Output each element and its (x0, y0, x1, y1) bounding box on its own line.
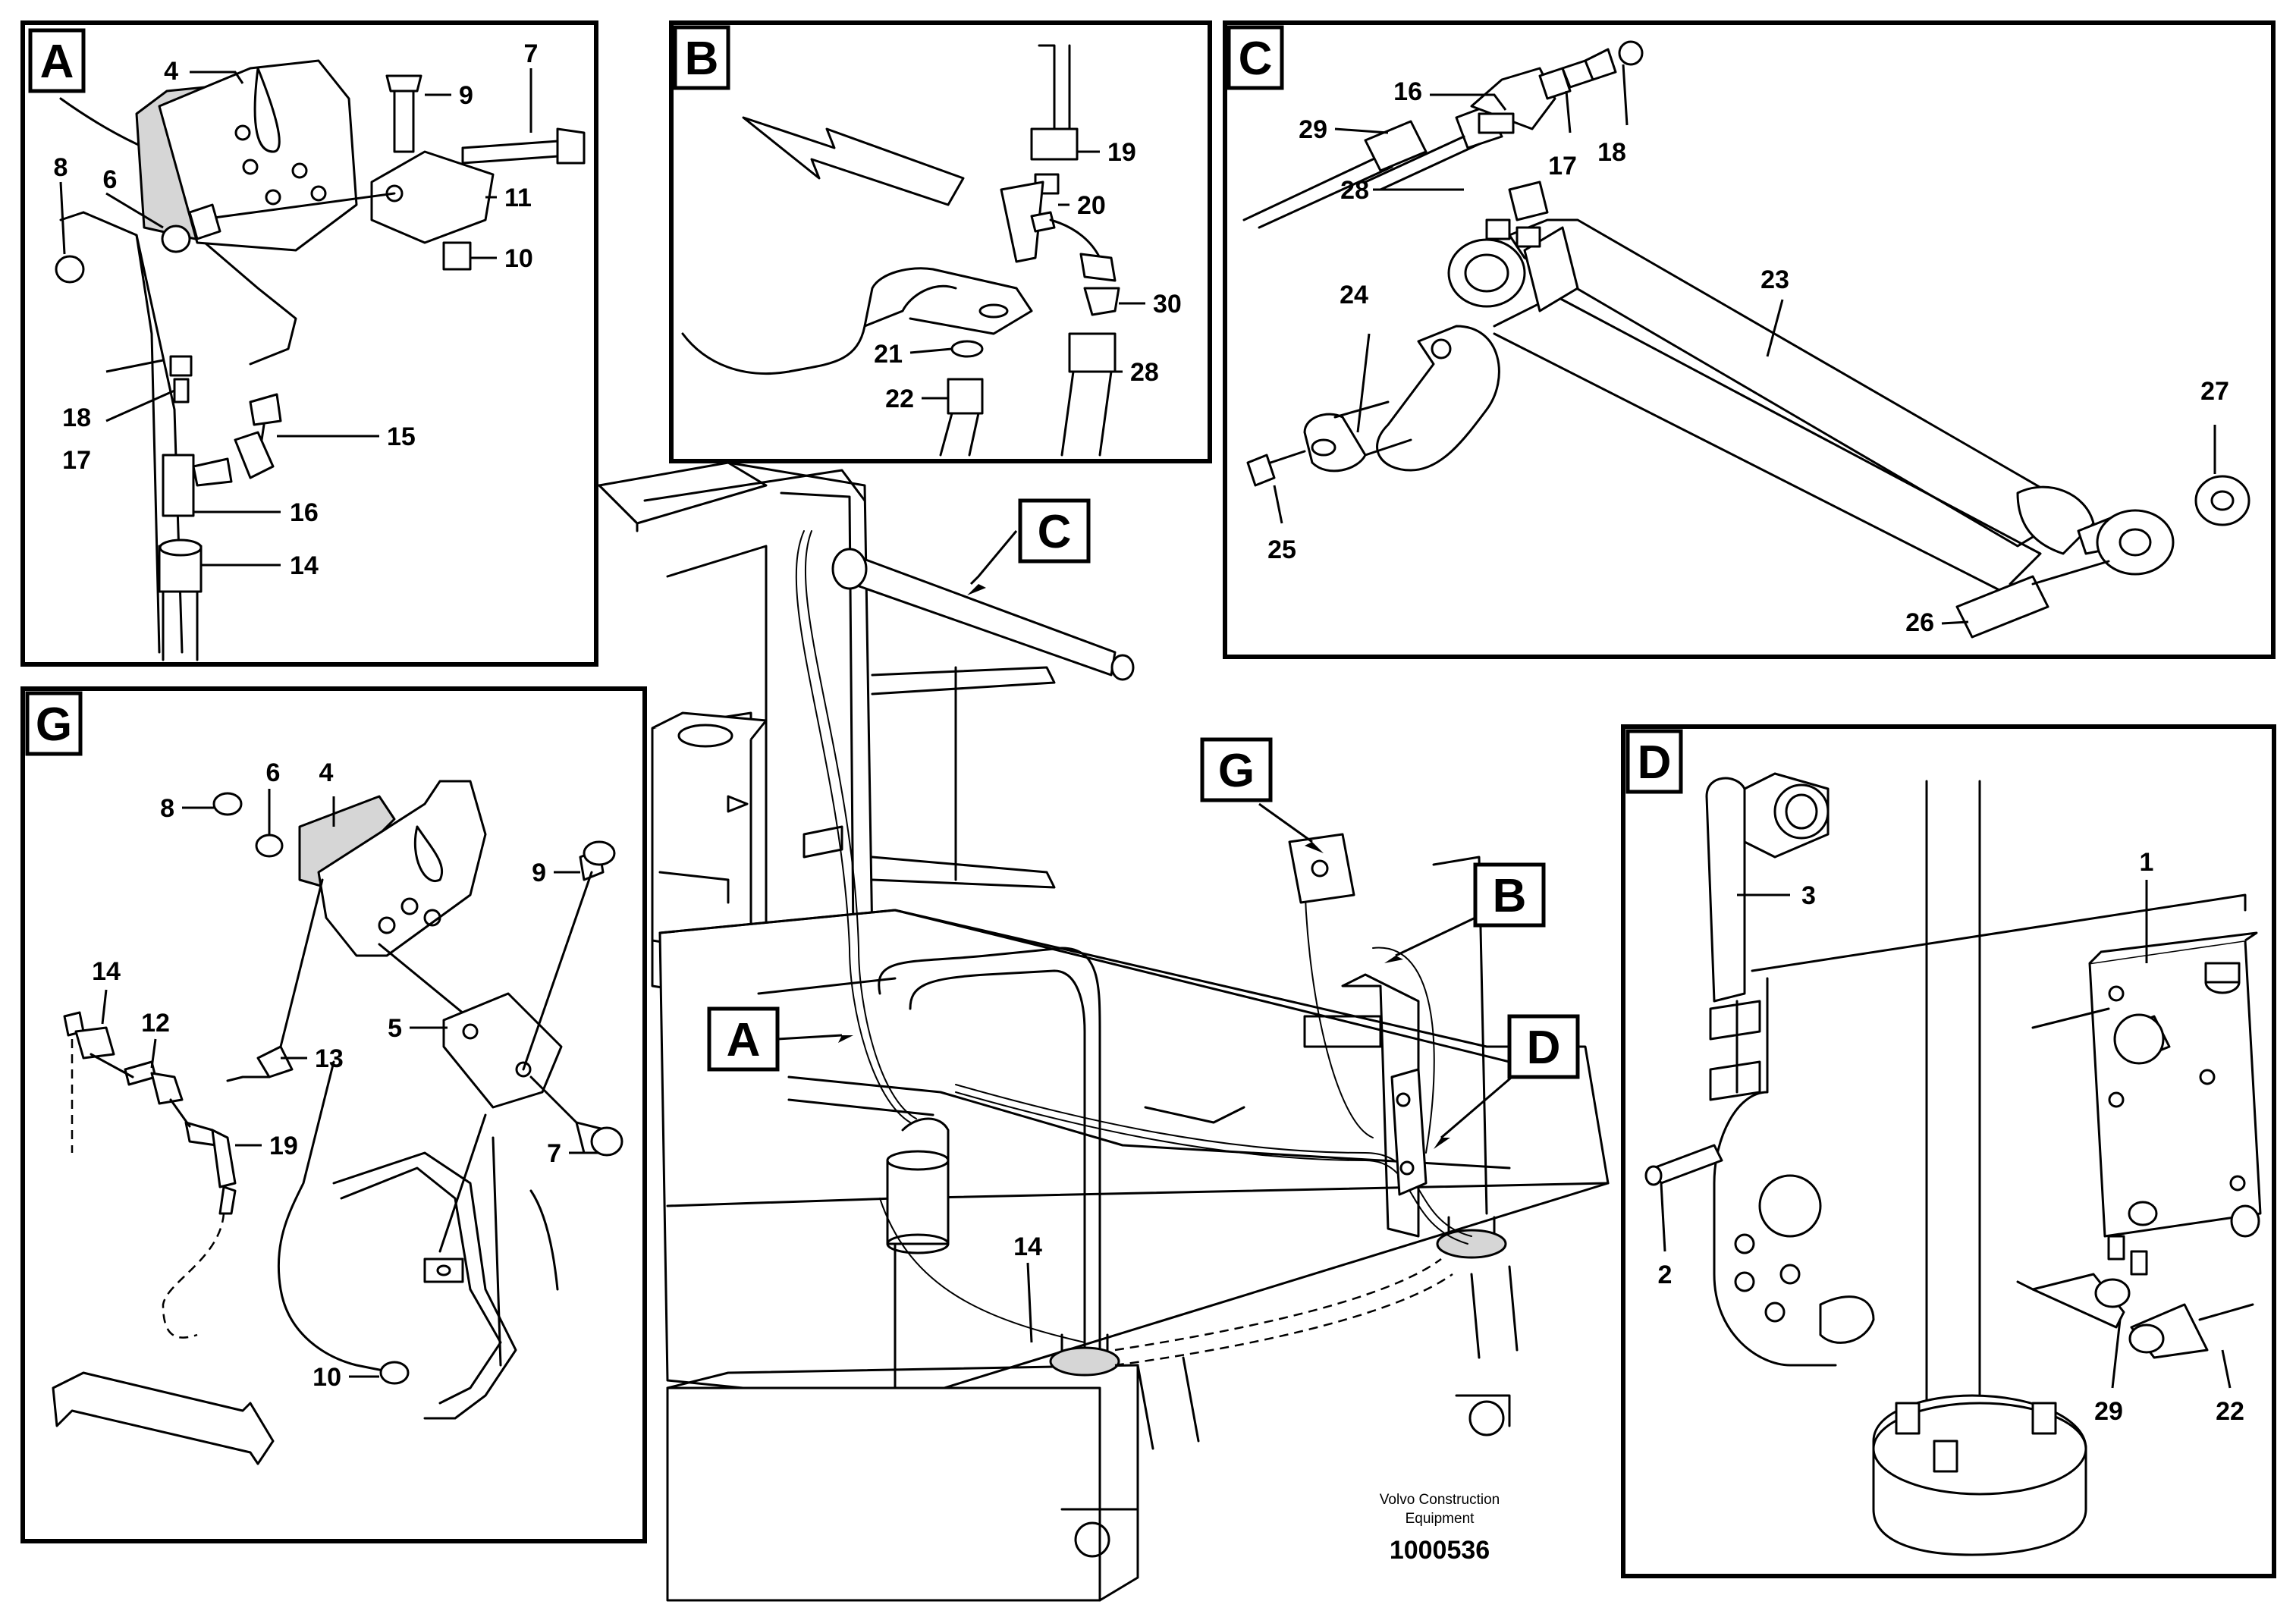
part-label: 11 (504, 184, 532, 212)
callout-a: A (707, 1006, 853, 1072)
part-label: 17 (1548, 152, 1577, 181)
part-label: 8 (54, 153, 68, 182)
part-label: 14 (92, 957, 121, 986)
part-label: 28 (1340, 176, 1369, 205)
part-label: 27 (2200, 377, 2229, 406)
panel-b-frame (669, 20, 1212, 463)
callout-letter: C (1038, 506, 1072, 558)
footer: Volvo Construction Equipment 1000536 (1380, 1492, 1500, 1565)
part-label: 12 (141, 1009, 170, 1038)
panel-b-drawing (681, 44, 1120, 457)
part-label: 26 (1905, 608, 1934, 637)
part-label: 17 (62, 446, 91, 475)
panel-b-tag-letter: B (685, 33, 719, 85)
main-part-label: 14 (1013, 1232, 1042, 1343)
part-label: 18 (1597, 138, 1626, 167)
part-label: 23 (1760, 265, 1789, 294)
part-label: 13 (315, 1044, 344, 1073)
panel-a-leaders (59, 68, 532, 567)
callout-b: B (1384, 862, 1546, 963)
direction-arrow-icon (52, 1371, 275, 1465)
panel-a-drawing (55, 59, 586, 661)
callout-letter: D (1527, 1022, 1561, 1074)
part-label: 6 (266, 758, 281, 787)
part-label: 22 (885, 385, 914, 413)
callout-g: G (1200, 737, 1324, 853)
part-label: 21 (874, 340, 903, 369)
part-label: 9 (459, 81, 473, 110)
part-label: 6 (103, 165, 118, 194)
company-name-line2: Equipment (1406, 1511, 1475, 1527)
panel-c-labels: 16 29 17 18 28 23 24 25 27 26 (1267, 77, 2229, 637)
part-label: 16 (1393, 77, 1422, 106)
panel-b-tag (673, 25, 730, 90)
panel-a: A 4 9 7 8 6 11 10 18 17 15 16 (20, 20, 598, 667)
part-label: 19 (1107, 138, 1136, 167)
part-label: 20 (1077, 191, 1106, 220)
callout-letter: A (727, 1014, 761, 1066)
part-label: 7 (547, 1139, 561, 1168)
panel-g-drawing (52, 780, 623, 1465)
part-label: 28 (1130, 358, 1159, 387)
part-label: 30 (1153, 290, 1182, 319)
part-label: 29 (1299, 115, 1327, 144)
panel-b-labels: 19 20 30 21 22 28 (874, 138, 1182, 413)
panel-a-tag-letter: A (40, 36, 74, 88)
panel-g-leaders (101, 789, 592, 1378)
part-label: 15 (387, 422, 416, 451)
part-label: 3 (1801, 881, 1816, 910)
part-label: 2 (1658, 1261, 1673, 1289)
callout-letter: G (1218, 745, 1255, 797)
panel-d-labels: 3 1 2 29 22 (1658, 848, 2244, 1426)
panel-d-tag (1625, 729, 1683, 794)
part-label: 29 (2094, 1397, 2123, 1426)
part-label: 25 (1267, 535, 1296, 564)
panel-d-tag-letter: D (1638, 736, 1672, 789)
panel-d-leaders (1660, 880, 2232, 1389)
panel-a-tag (28, 28, 86, 93)
part-label: 10 (504, 244, 533, 273)
panel-c: C 16 29 17 18 28 23 24 25 27 26 (1223, 20, 2276, 659)
panel-d: D 3 1 2 29 22 (1621, 724, 2276, 1578)
part-label: 5 (388, 1014, 402, 1043)
part-label: 24 (1340, 281, 1368, 309)
part-label: 4 (164, 57, 178, 86)
panel-c-drawing (1242, 40, 2250, 639)
part-label: 8 (160, 794, 174, 823)
part-label: 10 (313, 1363, 341, 1392)
panel-a-labels: 4 9 7 8 6 11 10 18 17 15 16 14 (54, 39, 539, 580)
panel-c-tag-letter: C (1239, 33, 1273, 85)
callout-d: D (1434, 1014, 1580, 1149)
part-label: 18 (62, 403, 91, 432)
part-label: 19 (269, 1132, 298, 1160)
company-name: Volvo Construction (1380, 1492, 1500, 1508)
callout-c: C (967, 498, 1091, 595)
panel-d-drawing (1644, 772, 2262, 1556)
panel-g-labels: 6 4 8 9 14 12 13 5 19 7 10 (92, 758, 561, 1392)
part-label: 7 (524, 39, 539, 68)
panel-b: B 19 20 30 21 22 28 (669, 20, 1212, 463)
panel-g-tag (25, 691, 83, 756)
part-label: 22 (2216, 1397, 2244, 1426)
panel-g-tag-letter: G (36, 699, 72, 751)
direction-arrow-icon (742, 116, 965, 206)
part-label: 16 (290, 498, 319, 527)
panel-c-tag (1227, 25, 1284, 90)
panel-b-leaders (909, 150, 1145, 400)
panel-g: G 6 4 8 9 14 12 13 5 19 7 10 (20, 686, 647, 1543)
part-label: 4 (319, 758, 334, 787)
part-label: 14 (290, 551, 319, 580)
main-assembly (598, 461, 1610, 1602)
part-label: 1 (2140, 848, 2154, 877)
part-label: 9 (532, 859, 546, 887)
figure-number: 1000536 (1390, 1536, 1490, 1565)
panel-c-leaders (1273, 64, 2216, 625)
part-label: 14 (1013, 1232, 1042, 1261)
callout-letter: B (1493, 870, 1527, 922)
